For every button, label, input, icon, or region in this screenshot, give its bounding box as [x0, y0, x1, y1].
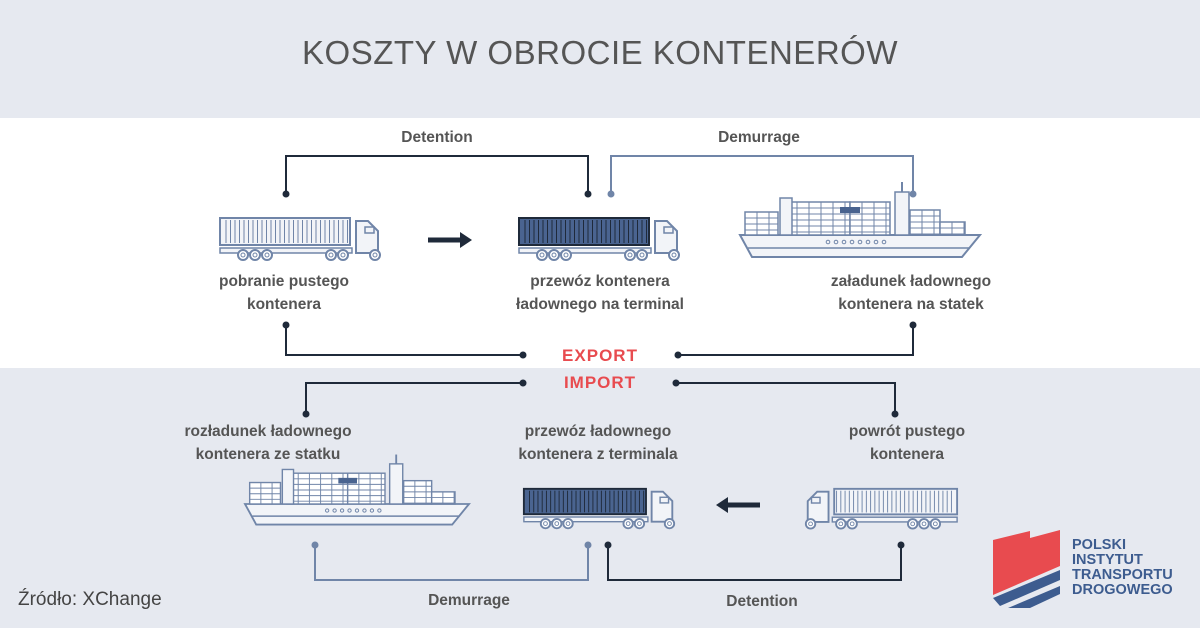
container-ship-icon — [243, 454, 471, 526]
import-detention-label: Detention — [726, 593, 798, 610]
empty-truck-icon — [219, 217, 381, 261]
connector-dot — [891, 410, 899, 418]
step-line: przewóz ładownego — [524, 423, 672, 440]
import-detention-bracket — [604, 541, 905, 581]
connector-dot — [519, 351, 527, 359]
step-line: załadunek ładownego — [830, 273, 992, 290]
step-line: kontenera — [246, 296, 322, 313]
step-line: kontenera na statek — [838, 296, 984, 313]
connector-dot — [302, 410, 310, 418]
export-step-1: pobranie pustego kontenera — [219, 270, 349, 316]
export-demurrage-label: Demurrage — [718, 129, 800, 146]
step-line: przewóz kontenera — [530, 273, 670, 290]
logo-line: POLSKI — [1072, 537, 1126, 553]
loaded-truck-icon — [518, 217, 680, 261]
arrow-left-icon — [716, 497, 760, 513]
import-label: IMPORT — [563, 373, 637, 392]
connector-dot — [584, 190, 592, 198]
container-ship-icon — [738, 182, 983, 258]
import-demurrage-bracket — [311, 541, 592, 581]
connector-dot — [584, 541, 592, 549]
export-demurrage-bracket — [607, 155, 917, 198]
logo-line: INSTYTUT — [1072, 552, 1143, 568]
connector-dot — [909, 321, 917, 329]
step-line: pobranie pustego — [218, 273, 350, 290]
step-line: kontenera ze statku — [195, 446, 341, 463]
connector-dot — [674, 351, 682, 359]
piltd-logo-icon — [993, 530, 1060, 608]
connector-dot — [519, 379, 527, 387]
import-flow-right — [672, 379, 899, 418]
logo-line: TRANSPORTU — [1072, 567, 1173, 583]
connector-dot — [607, 190, 615, 198]
connector-dot — [282, 321, 290, 329]
import-flow-left — [302, 379, 527, 418]
source-note: Źródło: XChange — [18, 589, 162, 610]
connector-dot — [897, 541, 905, 549]
connector-dot — [311, 541, 319, 549]
step-line: rozładunek ładownego — [184, 423, 352, 440]
arrow-right-icon — [428, 232, 472, 248]
logo-line: DROGOWEGO — [1072, 582, 1173, 598]
export-detention-label: Detention — [401, 129, 473, 146]
header-band — [0, 0, 1200, 118]
import-demurrage-label: Demurrage — [428, 592, 510, 609]
connector-dot — [282, 190, 290, 198]
step-line: kontenera z terminala — [518, 446, 678, 463]
import-step-3: powrót pustego kontenera — [849, 420, 965, 466]
connector-dot — [672, 379, 680, 387]
empty-truck-icon — [804, 487, 959, 530]
connector-dot — [909, 190, 917, 198]
loaded-truck-icon — [522, 487, 676, 530]
export-flow-right — [674, 321, 917, 359]
connector-dot — [604, 541, 612, 549]
export-step-3: załadunek ładownego kontenera na statek — [831, 270, 991, 316]
step-line: kontenera — [869, 446, 945, 463]
export-detention-bracket — [282, 155, 592, 198]
page-title: KOSZTY W OBROCIE KONTENERÓW — [302, 34, 898, 71]
export-label: EXPORT — [562, 346, 638, 365]
export-flow-left — [282, 321, 527, 359]
import-step-1: rozładunek ładownego kontenera ze statku — [184, 420, 351, 466]
step-line: powrót pustego — [848, 423, 966, 440]
step-line: ładownego na terminal — [516, 296, 684, 313]
import-step-2: przewóz ładownego kontenera z terminala — [518, 420, 677, 466]
export-step-2: przewóz kontenera ładownego na terminal — [516, 270, 684, 316]
